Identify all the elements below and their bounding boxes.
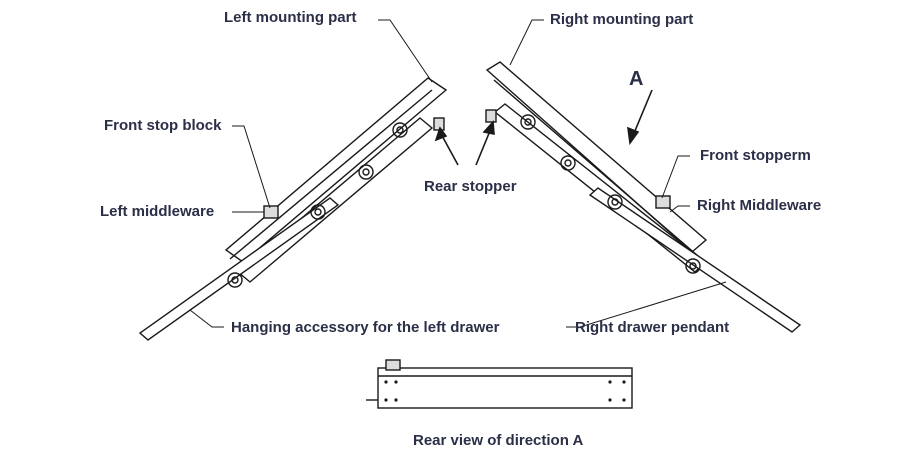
left-rail-assembly (138, 77, 448, 341)
left-rear-stopper (433, 117, 445, 131)
label-left-middleware: Left middleware (100, 203, 215, 220)
left-front-stop-block (263, 205, 279, 219)
label-direction-a: A (629, 68, 644, 90)
right-mounting-part (485, 61, 708, 253)
label-rear-view: Rear view of direction A (413, 432, 584, 449)
right-front-stopper (655, 195, 671, 209)
label-right-middleware: Right Middleware (697, 197, 822, 214)
left-drawer-hanging (138, 197, 340, 341)
label-right-mounting-part: Right mounting part (550, 11, 694, 28)
leader-lines (189, 19, 727, 328)
label-right-drawer-pendant: Right drawer pendant (575, 319, 730, 336)
rear-view-drawing (366, 359, 633, 409)
right-rear-stopper (485, 109, 497, 123)
right-rail-assembly (485, 61, 802, 333)
label-left-drawer-hanging: Hanging accessory for the left drawer (231, 319, 500, 336)
label-rear-stopper: Rear stopper (424, 178, 517, 195)
arrows (434, 89, 653, 166)
label-front-stop-block: Front stop block (104, 117, 222, 134)
label-front-stopperm: Front stopperm (700, 147, 811, 164)
label-left-mounting-part: Left mounting part (224, 9, 357, 26)
